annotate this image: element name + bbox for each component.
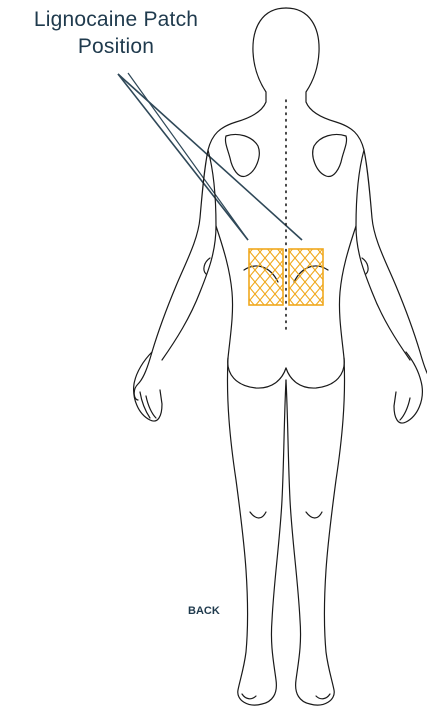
right-lumbar-patch — [289, 249, 323, 305]
view-label: BACK — [188, 605, 220, 617]
leader-line-left — [118, 74, 248, 240]
body-outline — [134, 8, 427, 705]
left-lumbar-patch — [249, 249, 283, 305]
